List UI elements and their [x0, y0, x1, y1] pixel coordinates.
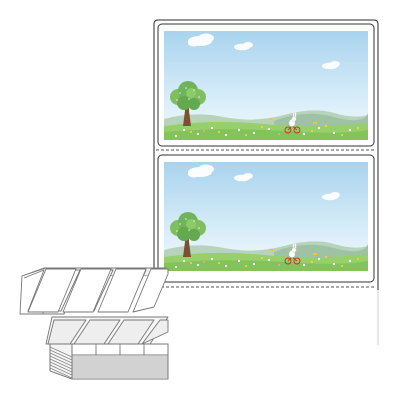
label-1: [157, 23, 375, 147]
stack-lines: [49, 346, 168, 379]
label-art: [163, 161, 369, 272]
fanfold-label-stack-icon: [19, 267, 169, 380]
label-2: [157, 154, 375, 283]
sheet-outline: [153, 19, 379, 290]
top-sheet-labels: [27, 268, 169, 313]
continuous-label-sheet: [153, 19, 379, 345]
stack-front: [49, 343, 169, 380]
label-art: [163, 30, 369, 141]
